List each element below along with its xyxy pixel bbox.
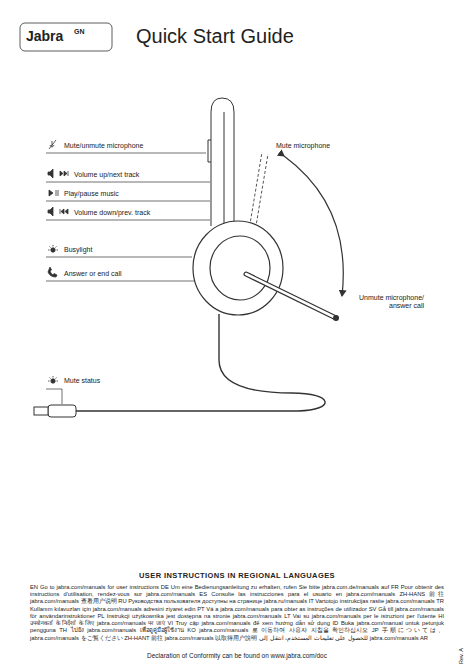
cup-outer — [193, 221, 283, 315]
headband-inner — [224, 112, 225, 224]
next-icon — [60, 171, 68, 176]
brand-logo-suffix: GN — [74, 28, 85, 36]
light-icon — [51, 379, 55, 383]
leader-play — [46, 201, 210, 202]
control-label: Volume down/prev. track — [74, 209, 150, 217]
headband — [208, 98, 234, 226]
position-label: Mute microphone — [276, 142, 330, 150]
usb-body — [48, 405, 76, 417]
control-label: Volume up/next track — [74, 171, 139, 179]
boom-arm — [246, 274, 336, 318]
leader-answer — [46, 281, 194, 282]
control-label: Mute/unmute microphone — [64, 142, 143, 150]
section-heading: USER INSTRUCTIONS IN REGIONAL LANGUAGES — [0, 572, 474, 581]
speaker-icon — [48, 207, 53, 216]
rotation-arrow — [284, 156, 343, 296]
ear-cup — [193, 221, 283, 315]
leader-vol-down — [46, 220, 210, 221]
usb-connector — [34, 407, 48, 415]
phone-icon — [48, 267, 57, 277]
control-label: Play/pause music — [64, 190, 119, 198]
page-title: Quick Start Guide — [136, 25, 294, 48]
cup-inner — [210, 236, 270, 300]
speaker-icon — [48, 169, 53, 178]
control-label: Busylight — [64, 246, 92, 254]
mic-icon — [49, 140, 56, 149]
revision-mark: Rev. A — [458, 648, 464, 664]
leader-vol-up — [46, 182, 210, 183]
leader-lines — [46, 153, 210, 404]
control-label: Answer or end call — [64, 270, 122, 278]
brand-logo: Jabra — [26, 28, 63, 44]
logo-frame — [20, 23, 112, 51]
microphone-tip — [333, 315, 339, 321]
light-rays — [48, 245, 58, 250]
headband-outline — [211, 98, 234, 226]
light-icon — [51, 248, 55, 252]
leader-mute — [46, 153, 206, 154]
leader-mute-status — [46, 389, 62, 404]
leader-busylight — [46, 257, 192, 258]
light-rays — [48, 376, 58, 381]
prev-icon — [60, 209, 68, 214]
position-label: Unmute microphone/ answer call — [350, 294, 424, 310]
languages-paragraph: EN Go to jabra.com/manuals for user inst… — [30, 584, 444, 642]
boom-arm-fill — [246, 274, 336, 318]
cable — [76, 314, 325, 411]
control-label: Mute status — [64, 377, 100, 385]
play-pause-icon — [49, 190, 58, 196]
conformity-note: Declaration of Conformity can be found o… — [0, 652, 474, 659]
usb-plug — [34, 405, 76, 417]
mute-button — [208, 140, 211, 162]
icons — [48, 140, 68, 383]
